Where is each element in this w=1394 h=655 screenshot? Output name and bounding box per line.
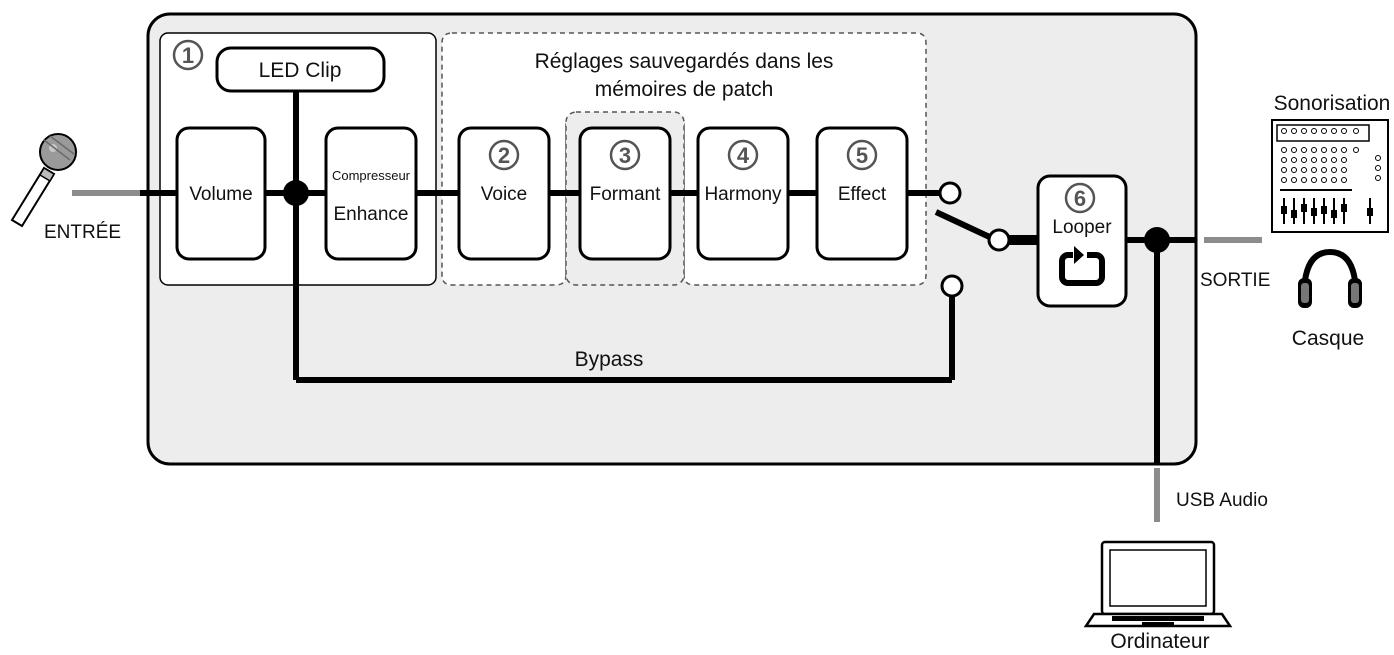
svg-text:2: 2	[498, 143, 510, 168]
switch-terminal-effect	[938, 181, 962, 205]
switch-lever	[934, 209, 998, 243]
headphones-label: Casque	[1292, 327, 1364, 350]
compresseur-label: Compresseur	[332, 168, 411, 183]
volume-label: Volume	[189, 184, 252, 205]
formant-block	[578, 126, 672, 261]
microphone-icon	[10, 133, 77, 228]
harmony-block	[696, 126, 790, 261]
voice-block	[457, 126, 551, 261]
led-clip-label: LED Clip	[259, 59, 342, 82]
split-junction	[283, 180, 309, 206]
computer-label: Ordinateur	[1110, 630, 1209, 653]
svg-text:3: 3	[619, 143, 631, 168]
svg-text:6: 6	[1074, 186, 1086, 211]
number-3-badge: 3	[609, 139, 641, 171]
enhance-label: Enhance	[333, 204, 408, 225]
looper-label: Looper	[1052, 217, 1112, 238]
svg-text:4: 4	[737, 143, 750, 168]
number-4-badge: 4	[727, 139, 759, 171]
switch-terminal-bypass	[940, 274, 964, 298]
output-label: SORTIE	[1200, 270, 1270, 291]
effect-block	[815, 126, 909, 261]
effect-label: Effect	[838, 184, 887, 205]
harmony-label: Harmony	[704, 184, 782, 205]
mixer-icon	[1271, 119, 1389, 233]
voice-label: Voice	[481, 184, 527, 205]
input-label: ENTRÉE	[44, 222, 121, 243]
saved-settings-title-line2: mémoires de patch	[595, 78, 774, 101]
number-5-badge: 5	[846, 139, 878, 171]
number-2-badge: 2	[488, 139, 520, 171]
svg-text:5: 5	[856, 143, 868, 168]
bypass-label: Bypass	[575, 348, 644, 371]
volume-block	[175, 126, 267, 261]
headphones-icon	[1298, 248, 1362, 308]
output-junction	[1144, 227, 1170, 253]
laptop-icon	[1083, 540, 1233, 628]
saved-settings-title-line1: Réglages sauvegardés dans les	[535, 50, 834, 73]
enhance-block	[324, 126, 418, 261]
switch-terminal-common	[987, 228, 1011, 252]
svg-text:1: 1	[182, 43, 194, 68]
usb-audio-label: USB Audio	[1176, 490, 1268, 511]
formant-label: Formant	[590, 184, 661, 205]
loop-icon	[1059, 246, 1105, 286]
led-clip-block	[215, 46, 386, 93]
sound-system-label: Sonorisation	[1274, 92, 1391, 115]
number-6-badge: 6	[1064, 182, 1096, 214]
number-1-badge: 1	[172, 39, 204, 71]
